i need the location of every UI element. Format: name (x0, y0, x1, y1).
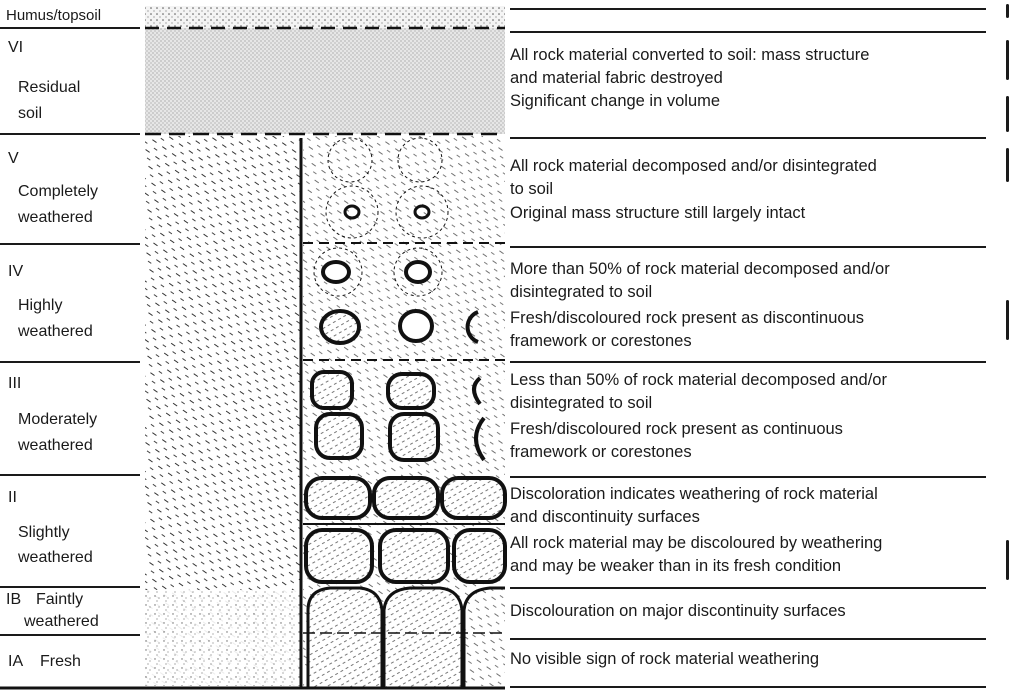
label-grade-iv-name-2: weathered (18, 322, 93, 342)
divider-right-1 (510, 137, 986, 139)
divider-right-2 (510, 246, 986, 248)
divider-right-6 (510, 638, 986, 640)
label-grade-iv-number: IV (8, 262, 23, 282)
divider-left-5 (0, 586, 140, 588)
desc-grade-ia-line-1: No visible sign of rock material weather… (510, 648, 819, 671)
label-grade-ii-number: II (8, 488, 17, 508)
desc-grade-vi-line-2: and material fabric destroyed (510, 67, 723, 90)
divider-right-7 (510, 686, 986, 688)
edge-mark-2 (1006, 40, 1009, 80)
desc-grade-ib-line-1: Discolouration on major discontinuity su… (510, 600, 846, 623)
desc-grade-iv-line-3: Fresh/discoloured rock present as discon… (510, 307, 864, 330)
desc-grade-ii-line-1: Discoloration indicates weathering of ro… (510, 483, 878, 506)
desc-grade-v-line-2: to soil (510, 178, 553, 201)
label-grade-ib-name-1: Faintly (36, 590, 83, 610)
label-grade-vi-name-1: Residual (18, 78, 80, 98)
divider-left-4 (0, 474, 140, 476)
divider-left-2 (0, 243, 140, 245)
desc-grade-iii-line-3: Fresh/discoloured rock present as contin… (510, 418, 843, 441)
fresh-left-speckle (145, 590, 301, 686)
label-grade-iii-name-2: weathered (18, 436, 93, 456)
desc-grade-iii-line-4: framework or corestones (510, 441, 692, 464)
divider-left-6 (0, 634, 140, 636)
edge-mark-6 (1006, 540, 1009, 580)
label-grade-v-name-2: weathered (18, 208, 93, 228)
desc-grade-ii-line-2: and discontinuity surfaces (510, 506, 700, 529)
divider-right-top (510, 8, 986, 10)
label-grade-ii-name-1: Slightly (18, 523, 70, 543)
edge-mark-5 (1006, 300, 1009, 340)
label-grade-ii-name-2: weathered (18, 548, 93, 568)
label-grade-ib-name-2: weathered (24, 612, 99, 632)
edge-mark-3 (1006, 96, 1009, 132)
divider-right-3 (510, 361, 986, 363)
corestones-grade-ii (303, 478, 505, 582)
divider-right-0 (510, 31, 986, 33)
label-humus-topsoil: Humus/topsoil (6, 6, 101, 26)
label-grade-v-number: V (8, 149, 19, 169)
desc-grade-vi-line-1: All rock material converted to soil: mas… (510, 44, 869, 67)
desc-grade-iii-line-1: Less than 50% of rock material decompose… (510, 369, 887, 392)
desc-grade-iv-line-4: framework or corestones (510, 330, 692, 353)
desc-grade-ii-line-4: and may be weaker than in its fresh cond… (510, 555, 841, 578)
label-grade-ib-number: IB (6, 590, 21, 610)
desc-grade-iii-line-2: disintegrated to soil (510, 392, 652, 415)
desc-grade-v-line-1: All rock material decomposed and/or disi… (510, 155, 877, 178)
edge-mark-1 (1006, 4, 1009, 18)
label-grade-iv-name-1: Highly (18, 296, 62, 316)
desc-grade-ii-line-3: All rock material may be discoloured by … (510, 532, 882, 555)
label-grade-iii-number: III (8, 374, 21, 394)
label-grade-ia-name-1: Fresh (40, 652, 81, 672)
residual-soil-zone (145, 28, 505, 134)
divider-left-3 (0, 361, 140, 363)
label-grade-iii-name-1: Moderately (18, 410, 97, 430)
desc-grade-vi-line-3: Significant change in volume (510, 90, 720, 113)
divider-right-4 (510, 476, 986, 478)
label-grade-v-name-1: Completely (18, 182, 98, 202)
divider-left-1 (0, 133, 140, 135)
desc-grade-v-line-3: Original mass structure still largely in… (510, 202, 805, 225)
divider-right-5 (510, 587, 986, 589)
edge-mark-4 (1006, 148, 1009, 182)
topsoil-band (145, 6, 505, 28)
label-grade-vi-number: VI (8, 38, 23, 58)
label-grade-ia-number: IA (8, 652, 23, 672)
desc-grade-iv-line-2: disintegrated to soil (510, 281, 652, 304)
label-grade-vi-name-2: soil (18, 104, 42, 124)
divider-left-0 (0, 27, 140, 29)
desc-grade-iv-line-1: More than 50% of rock material decompose… (510, 258, 890, 281)
